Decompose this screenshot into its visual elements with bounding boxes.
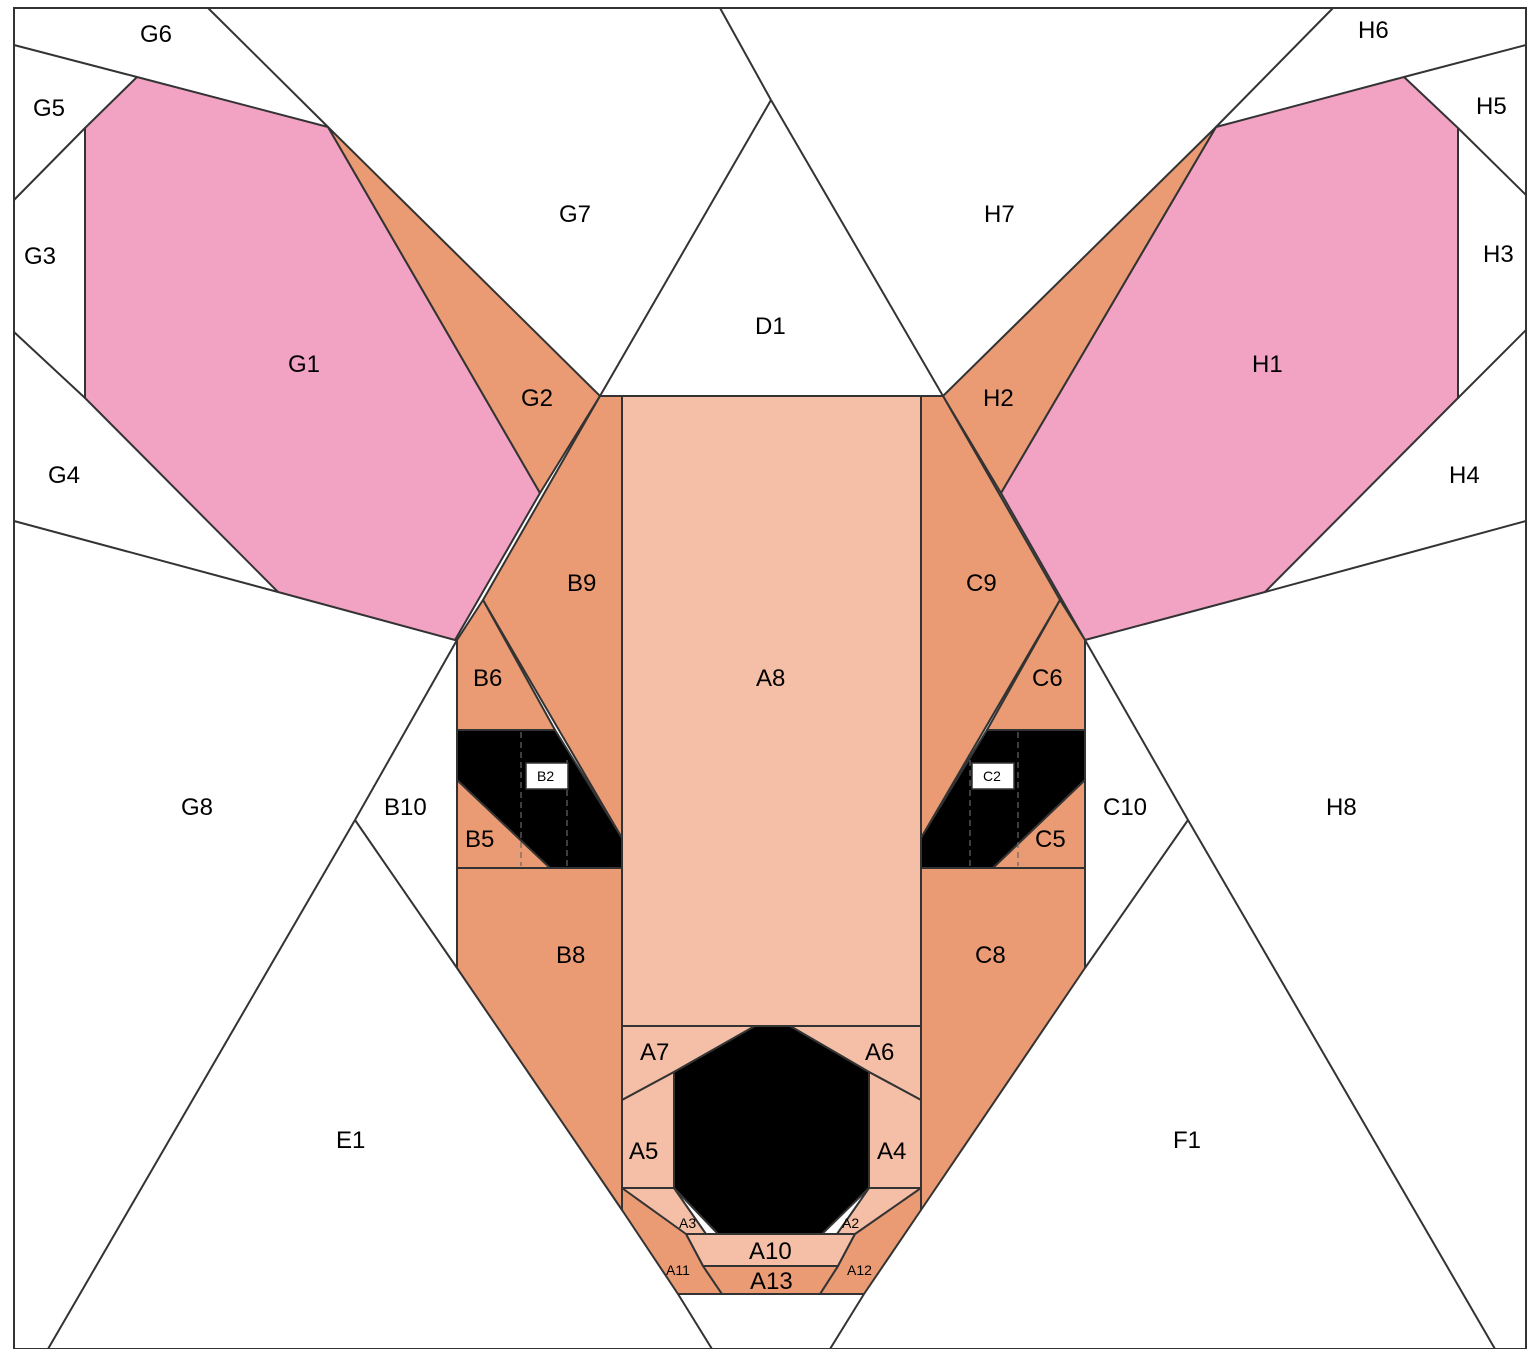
label-g2: G2 [521,385,553,412]
label-c10: C10 [1103,794,1147,821]
label-e1: E1 [336,1127,365,1154]
label-a2: A2 [842,1215,859,1231]
piece-nose [674,1026,869,1234]
label-b2: B2 [537,768,554,784]
label-c8: C8 [975,942,1006,969]
label-h2: H2 [983,385,1014,412]
label-g6: G6 [140,21,172,48]
label-a8: A8 [756,665,785,692]
label-a6: A6 [865,1039,894,1066]
label-g3: G3 [24,243,56,270]
label-g5: G5 [33,95,65,122]
label-h3: H3 [1483,241,1514,268]
label-h1: H1 [1252,351,1283,378]
label-c5: C5 [1035,826,1066,853]
label-a5: A5 [629,1138,658,1165]
label-b10: B10 [384,794,427,821]
label-h4: H4 [1449,462,1480,489]
label-b5: B5 [465,826,494,853]
label-b9: B9 [567,570,596,597]
label-a3: A3 [679,1215,696,1231]
piece-a8 [622,396,921,1026]
label-a10: A10 [749,1238,792,1265]
label-h7: H7 [984,201,1015,228]
label-a7: A7 [640,1039,669,1066]
label-f1: F1 [1173,1127,1201,1154]
label-g1: G1 [288,351,320,378]
label-g4: G4 [48,462,80,489]
label-b6: B6 [473,665,502,692]
label-a11: A11 [666,1262,690,1278]
label-a4: A4 [877,1138,906,1165]
label-h8: H8 [1326,794,1357,821]
label-g8: G8 [181,794,213,821]
label-a12: A12 [847,1262,872,1278]
label-h6: H6 [1358,17,1389,44]
label-c2: C2 [983,768,1001,784]
label-c6: C6 [1032,665,1063,692]
label-c9: C9 [966,570,997,597]
label-d1: D1 [755,313,786,340]
label-h5: H5 [1476,93,1507,120]
label-b8: B8 [556,942,585,969]
label-g7: G7 [559,201,591,228]
label-a13: A13 [750,1268,793,1295]
